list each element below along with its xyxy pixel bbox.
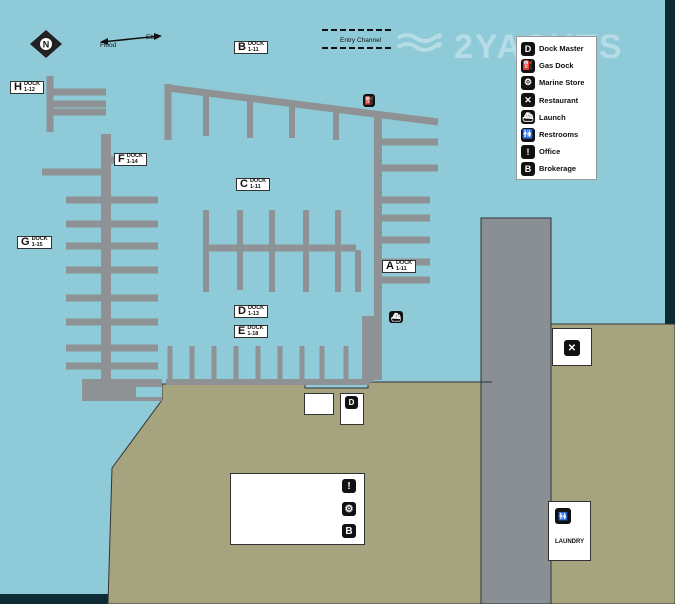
restaurant-icon: ✕ xyxy=(521,93,535,108)
channel xyxy=(480,217,552,604)
brokerage-icon: B xyxy=(521,161,535,176)
legend-item-restrooms: 🚻Restrooms xyxy=(521,126,592,143)
dock-master-icon: D xyxy=(521,41,535,56)
restaurant-building[interactable]: ✕ xyxy=(552,328,592,366)
flood-label: Flood xyxy=(100,42,117,49)
legend-item-office: !Office xyxy=(521,143,592,160)
docks xyxy=(42,76,439,401)
entry-channel-marker: Entry Channel xyxy=(322,29,392,49)
gas-dock-icon: ⛽ xyxy=(521,58,535,73)
restrooms-icon: 🚻 xyxy=(521,127,535,142)
legend-item-marine-store: ⚙Marine Store xyxy=(521,74,592,91)
laundry-building[interactable]: 🚻 LAUNDRY xyxy=(548,501,591,561)
dock-master-icon: D xyxy=(345,396,358,409)
office-icon: ! xyxy=(521,144,535,159)
building-small xyxy=(304,393,334,415)
restaurant-icon: ✕ xyxy=(564,340,580,356)
watermark-logo xyxy=(396,33,442,52)
brokerage-icon: B xyxy=(342,524,356,538)
gas-dock-icon[interactable]: ⛽ xyxy=(363,94,375,107)
ebb-label: Ebb xyxy=(146,34,158,41)
dock-master-building[interactable]: D xyxy=(340,393,364,425)
compass-rose: N xyxy=(30,30,62,58)
legend-item-launch: ⛴Launch xyxy=(521,109,592,126)
laundry-label: LAUNDRY xyxy=(555,539,585,545)
legend-item-restaurant: ✕Restaurant xyxy=(521,92,592,109)
marine-store-icon: ⚙ xyxy=(521,75,535,90)
entry-channel-label: Entry Channel xyxy=(340,37,382,44)
launch-icon[interactable]: ⛴ xyxy=(389,311,403,323)
restrooms-icon: 🚻 xyxy=(555,508,571,524)
compass-letter: N xyxy=(43,40,50,50)
land-east xyxy=(539,323,675,604)
legend-item-gas-dock: ⛽Gas Dock xyxy=(521,57,592,74)
marine-store-icon: ⚙ xyxy=(342,502,356,516)
launch-icon: ⛴ xyxy=(521,110,535,125)
current-arrow: Flood Ebb xyxy=(100,33,162,49)
office-building[interactable]: ! ⚙ B xyxy=(230,473,365,545)
office-icon: ! xyxy=(342,479,356,493)
